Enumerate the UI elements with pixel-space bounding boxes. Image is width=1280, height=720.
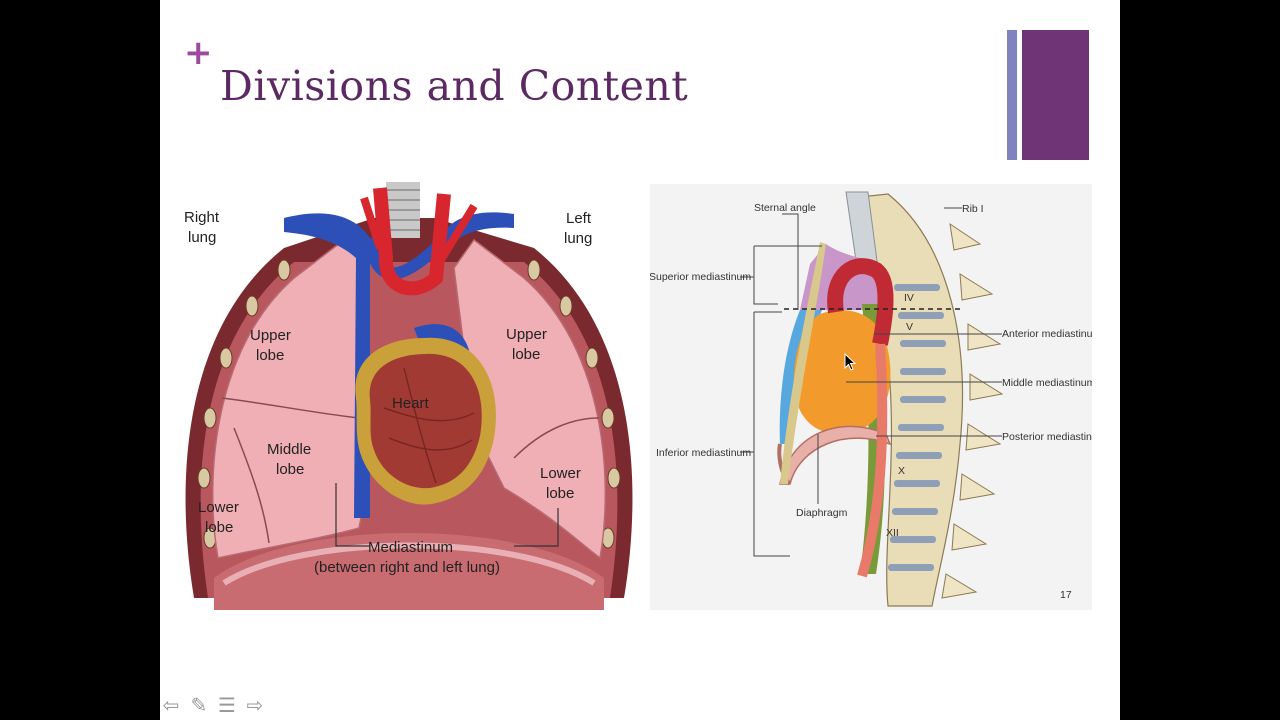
label-vertebra-x: X bbox=[898, 465, 905, 477]
label-left-lung-line1: Left bbox=[566, 210, 592, 227]
label-mediastinum-note: (between right and left lung) bbox=[314, 559, 500, 576]
label-posterior-mediastinum: Posterior mediastinum bbox=[1002, 431, 1092, 443]
mediastinum-sagittal-diagram: Sternal angle Rib I Superior mediastinum… bbox=[650, 184, 1092, 610]
label-superior-mediastinum: Superior mediastinum bbox=[650, 271, 751, 283]
accent-bar-block bbox=[1022, 30, 1089, 160]
page-number: 17 bbox=[1060, 589, 1072, 601]
label-middle-mediastinum: Middle mediastinum bbox=[1002, 377, 1092, 389]
slideshow-controls: ⇦ ✎ ☰ ⇨ bbox=[160, 693, 266, 717]
label-anterior-mediastinum: Anterior mediastinum bbox=[1002, 328, 1092, 340]
slide: + Divisions and Content bbox=[160, 0, 1120, 720]
label-upper-lobe-right-line1: Upper bbox=[250, 327, 291, 344]
label-diaphragm: Diaphragm bbox=[796, 507, 848, 519]
pen-tool-icon[interactable]: ✎ bbox=[190, 693, 208, 717]
label-right-lung-line2: lung bbox=[188, 229, 216, 246]
label-heart: Heart bbox=[392, 395, 430, 412]
label-vertebra-v: V bbox=[906, 321, 913, 333]
previous-slide-icon[interactable]: ⇦ bbox=[162, 693, 180, 717]
label-rib-i: Rib I bbox=[962, 203, 984, 215]
slide-menu-icon[interactable]: ☰ bbox=[218, 693, 236, 717]
label-lower-lobe-right-line2: lobe bbox=[205, 519, 233, 536]
label-middle-lobe-line1: Middle bbox=[267, 441, 311, 458]
slide-title: Divisions and Content bbox=[220, 62, 689, 110]
label-sternal-angle: Sternal angle bbox=[754, 202, 816, 214]
label-upper-lobe-left-line2: lobe bbox=[512, 346, 540, 363]
label-inferior-mediastinum: Inferior mediastinum bbox=[656, 447, 751, 459]
label-upper-lobe-right-line2: lobe bbox=[256, 347, 284, 364]
plus-bullet-icon: + bbox=[184, 33, 213, 73]
next-slide-icon[interactable]: ⇨ bbox=[246, 693, 264, 717]
label-lower-lobe-left-line2: lobe bbox=[546, 485, 574, 502]
accent-bar-thin bbox=[1007, 30, 1017, 160]
label-right-lung-line1: Right bbox=[184, 209, 220, 226]
label-left-lung-line2: lung bbox=[564, 230, 592, 247]
label-lower-lobe-left-line1: Lower bbox=[540, 465, 581, 482]
label-vertebra-xii: XII bbox=[886, 527, 899, 539]
label-vertebra-iv: IV bbox=[904, 292, 914, 304]
label-middle-lobe-line2: lobe bbox=[276, 461, 304, 478]
thorax-front-illustration: Right lung Left lung Upper lobe Upper lo… bbox=[184, 182, 633, 610]
label-upper-lobe-left-line1: Upper bbox=[506, 326, 547, 343]
mouse-cursor-icon bbox=[844, 353, 856, 371]
label-mediastinum: Mediastinum bbox=[368, 539, 453, 556]
label-lower-lobe-right-line1: Lower bbox=[198, 499, 239, 516]
